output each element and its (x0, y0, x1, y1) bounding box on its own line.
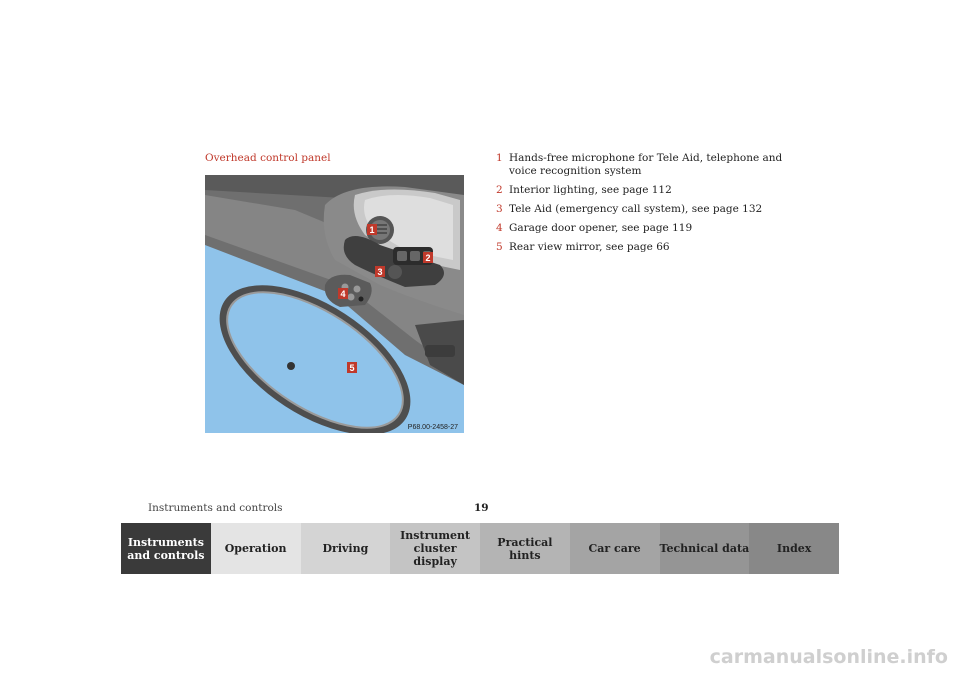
callout-item: 4 Garage door opener, see page 119 (496, 222, 796, 235)
callout-number: 1 (496, 152, 503, 164)
callout-number: 5 (496, 241, 503, 253)
tab-car-care[interactable]: Car care (569, 523, 660, 574)
callout-text: Tele Aid (emergency call system), see pa… (509, 203, 763, 215)
marker-5: 5 (347, 362, 357, 373)
page-number: 19 (474, 502, 489, 514)
callout-text: Garage door opener, see page 119 (509, 222, 693, 234)
callout-number: 3 (496, 203, 503, 215)
footer-section-title: Instruments and controls (148, 502, 283, 514)
tab-driving[interactable]: Driving (300, 523, 391, 574)
callout-item: 2 Interior lighting, see page 112 (496, 184, 796, 197)
chapter-tabs: Instruments and controls Operation Drivi… (121, 523, 839, 574)
tab-practical-hints[interactable]: Practical hints (480, 523, 570, 574)
tab-instrument-cluster-display[interactable]: Instrument cluster display (390, 523, 480, 574)
marker-3: 3 (375, 266, 385, 277)
section-title: Overhead control panel (205, 152, 331, 164)
callout-text: Hands-free microphone for Tele Aid, tele… (509, 152, 783, 177)
marker-1: 1 (367, 224, 377, 235)
figure-code: P68.00-2458-27 (408, 424, 458, 431)
svg-text:5: 5 (349, 363, 354, 373)
illustration-svg: 1 2 3 4 5 P68.00-2458-27 (205, 175, 464, 433)
overhead-panel-illustration: 1 2 3 4 5 P68.00-2458-27 (205, 175, 464, 433)
callout-text: Rear view mirror, see page 66 (509, 241, 670, 253)
marker-2: 2 (423, 252, 433, 263)
tab-instruments-and-controls[interactable]: Instruments and controls (121, 523, 211, 574)
svg-text:3: 3 (377, 267, 382, 277)
svg-text:1: 1 (369, 225, 374, 235)
tab-technical-data[interactable]: Technical data (659, 523, 750, 574)
callout-item: 5 Rear view mirror, see page 66 (496, 241, 796, 254)
callout-item: 1 Hands-free microphone for Tele Aid, te… (496, 152, 796, 178)
tab-index[interactable]: Index (749, 523, 839, 574)
callout-text: Interior lighting, see page 112 (509, 184, 672, 196)
callout-number: 2 (496, 184, 503, 196)
tab-operation[interactable]: Operation (210, 523, 301, 574)
callout-list: 1 Hands-free microphone for Tele Aid, te… (496, 152, 796, 260)
svg-text:2: 2 (425, 253, 430, 263)
marker-4: 4 (338, 288, 348, 299)
callout-number: 4 (496, 222, 503, 234)
callout-item: 3 Tele Aid (emergency call system), see … (496, 203, 796, 216)
watermark: carmanualsonline.info (709, 646, 948, 668)
svg-text:4: 4 (340, 289, 345, 299)
